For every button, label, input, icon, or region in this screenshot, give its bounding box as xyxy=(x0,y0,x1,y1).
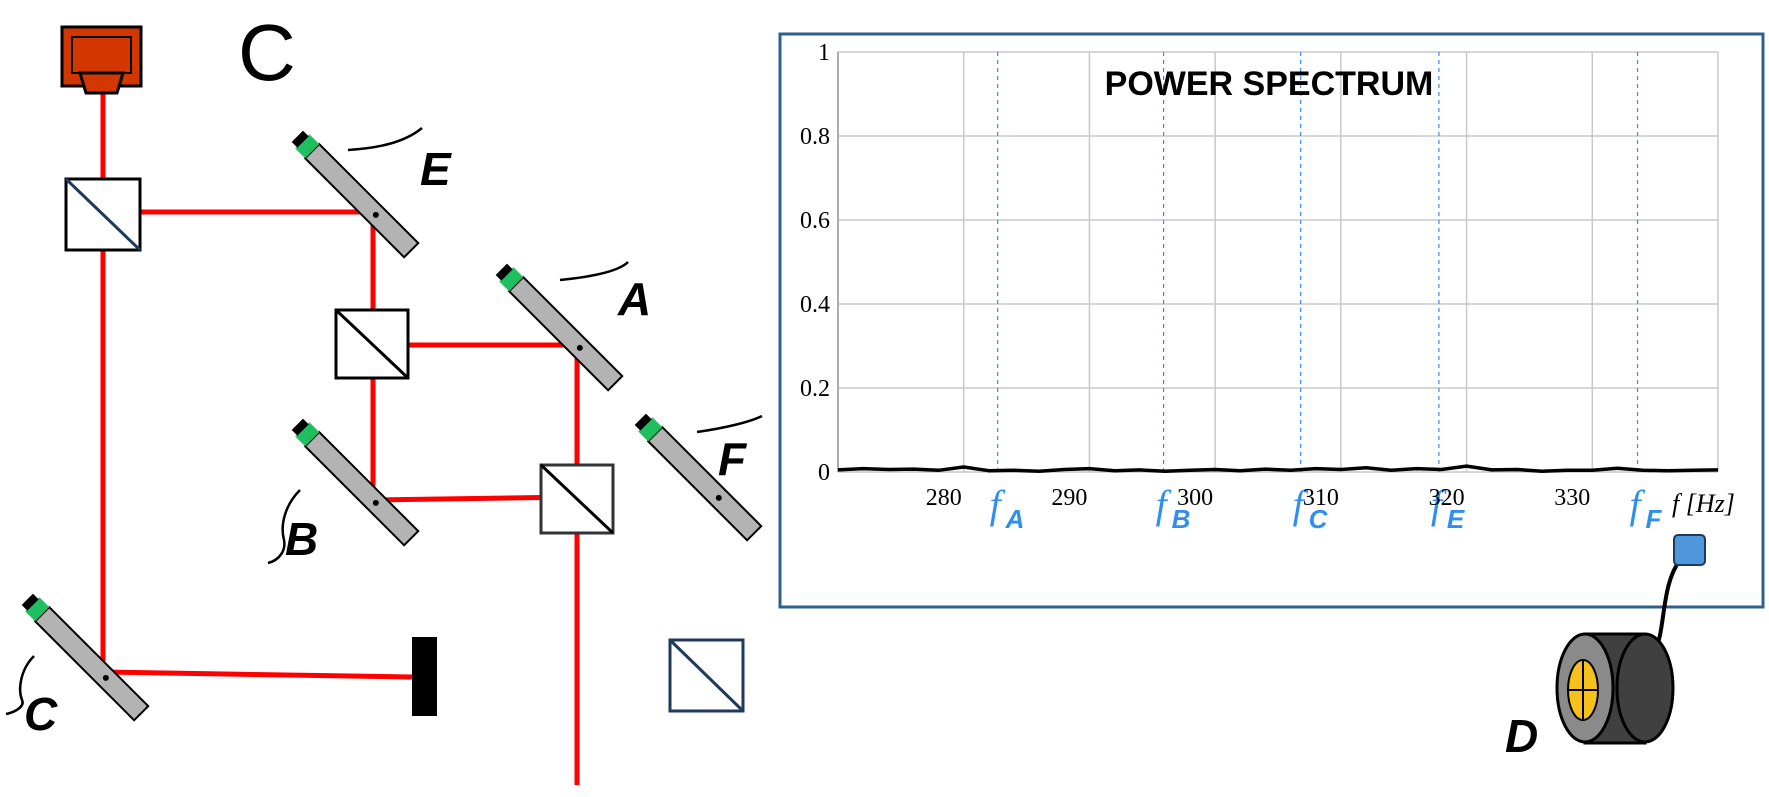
beam-splitter-4 xyxy=(668,638,745,713)
detector-back xyxy=(1615,632,1675,744)
label-c: C xyxy=(24,688,58,740)
marker-label-sub: E xyxy=(1447,504,1465,534)
x-tick-label: 330 xyxy=(1554,485,1590,511)
mirror-f xyxy=(634,413,763,542)
y-tick-label: 0.6 xyxy=(800,208,830,234)
chart-x-tick-labels: 280 290 300 310 320 330 xyxy=(926,485,1591,511)
mirror-c xyxy=(21,593,150,722)
beam-block xyxy=(412,637,437,716)
detector-connector xyxy=(1673,534,1706,566)
detector-d: D xyxy=(1505,534,1706,762)
mirror-b xyxy=(291,418,420,547)
chart-title: POWER SPECTRUM xyxy=(1105,65,1434,103)
y-tick-label: 0.8 xyxy=(800,124,830,150)
cable-f xyxy=(696,414,763,434)
cable-c xyxy=(5,655,35,716)
y-tick-label: 0.4 xyxy=(800,292,830,318)
laser-source xyxy=(60,25,143,95)
x-tick-label: 280 xyxy=(926,485,962,511)
x-tick-label: 290 xyxy=(1051,485,1087,511)
marker-label-sub: F xyxy=(1646,504,1663,534)
label-e: E xyxy=(420,143,452,195)
beam-splitter-1 xyxy=(64,177,142,252)
cable-b xyxy=(267,489,301,565)
label-f: F xyxy=(718,433,748,485)
beam-splitter-3 xyxy=(539,463,615,535)
marker-label-sub: C xyxy=(1309,504,1329,534)
label-d: D xyxy=(1505,710,1538,762)
marker-label-sub: A xyxy=(1005,504,1025,534)
y-tick-label: 0 xyxy=(818,460,830,486)
marker-label-sub: B xyxy=(1172,504,1191,534)
series-line xyxy=(837,464,1719,473)
x-tick-label: 300 xyxy=(1177,485,1213,511)
cable-a xyxy=(559,261,629,282)
mirror-e xyxy=(291,130,420,259)
optical-setup: C E xyxy=(5,8,763,785)
cable-e xyxy=(347,127,423,152)
mirror-a xyxy=(495,263,624,392)
beam-c-mirror-to-block xyxy=(102,669,413,680)
label-b: B xyxy=(285,513,318,565)
chart-series-line xyxy=(837,464,1719,473)
laser-beams xyxy=(100,92,580,785)
label-a: A xyxy=(617,273,651,325)
chart-y-tick-labels: 0 0.2 0.4 0.6 0.8 1 xyxy=(800,40,830,486)
x-tick-label: 310 xyxy=(1303,485,1339,511)
y-tick-label: 0.2 xyxy=(800,376,830,402)
y-tick-label: 1 xyxy=(818,40,830,66)
diagram-heading: C xyxy=(238,8,296,97)
laser-nozzle xyxy=(77,71,126,95)
spectrum-panel-frame xyxy=(778,32,1765,609)
beam-splitter-2 xyxy=(334,308,410,380)
x-tick-label: 320 xyxy=(1429,485,1465,511)
chart-x-axis-label: f [Hz] xyxy=(1672,489,1735,518)
